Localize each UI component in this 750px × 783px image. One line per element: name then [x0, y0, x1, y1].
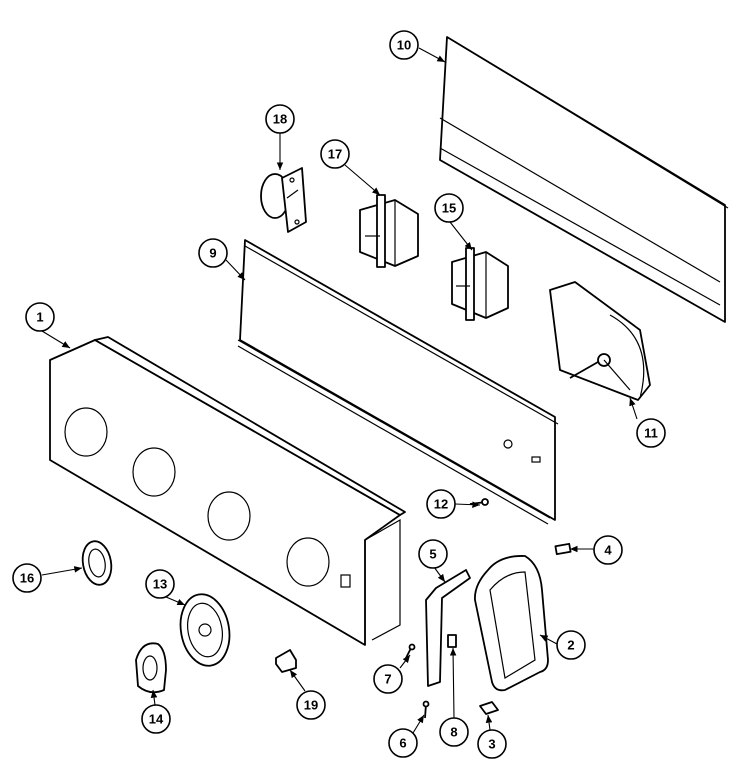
svg-text:8: 8 — [450, 725, 457, 740]
svg-text:18: 18 — [273, 112, 287, 127]
tab-part — [447, 634, 457, 648]
rear-panel-part — [439, 36, 729, 323]
svg-text:15: 15 — [442, 201, 456, 216]
callout-3: 3 — [477, 729, 507, 759]
trim-strip-part — [425, 569, 471, 687]
callout-17: 17 — [320, 139, 350, 169]
leader-lines — [41, 47, 638, 734]
svg-text:16: 16 — [20, 571, 34, 586]
callout-10: 10 — [389, 30, 419, 60]
callout-13: 13 — [145, 569, 175, 599]
screw-7-part — [404, 643, 416, 661]
callout-1: 1 — [25, 302, 55, 332]
svg-text:5: 5 — [429, 547, 436, 562]
svg-text:10: 10 — [397, 38, 411, 53]
screw-6-part — [422, 700, 430, 719]
clip-part — [554, 542, 572, 556]
svg-text:1: 1 — [36, 310, 43, 325]
knob-small-part — [81, 540, 113, 586]
svg-text:7: 7 — [384, 672, 391, 687]
callout-19: 19 — [296, 690, 326, 720]
timer-part — [549, 281, 651, 401]
svg-text:9: 9 — [209, 246, 216, 261]
callout-9: 9 — [198, 238, 228, 268]
svg-text:2: 2 — [567, 638, 574, 653]
callout-14: 14 — [141, 704, 171, 734]
callout-6: 6 — [388, 728, 418, 758]
svg-text:13: 13 — [153, 577, 167, 592]
svg-text:4: 4 — [604, 543, 612, 558]
callout-12: 12 — [426, 489, 456, 519]
callout-5: 5 — [418, 539, 448, 569]
end-cap-part — [474, 555, 549, 692]
bracket-19-part — [275, 649, 297, 673]
callout-2: 2 — [556, 630, 586, 660]
callout-4: 4 — [593, 535, 623, 565]
svg-text:11: 11 — [644, 426, 658, 441]
callout-15: 15 — [434, 193, 464, 223]
svg-text:3: 3 — [488, 737, 495, 752]
svg-text:12: 12 — [434, 497, 448, 512]
svg-text:17: 17 — [328, 147, 342, 162]
rotary-switch-upper-part — [359, 194, 419, 268]
dial-part — [179, 593, 231, 667]
callout-11: 11 — [636, 418, 666, 448]
screw-12-part — [469, 498, 489, 506]
rotary-switch-lower-part — [451, 247, 509, 321]
callout-7: 7 — [373, 664, 403, 694]
svg-text:14: 14 — [149, 712, 164, 727]
knob-large-part — [135, 642, 167, 694]
console-back-plate-part — [237, 239, 559, 525]
switch-bracket-part — [260, 167, 307, 233]
svg-text:19: 19 — [304, 698, 318, 713]
callout-18: 18 — [265, 104, 295, 134]
callout-8: 8 — [439, 717, 469, 747]
callout-16: 16 — [12, 563, 42, 593]
control-panel-part — [49, 336, 406, 646]
svg-text:6: 6 — [399, 736, 406, 751]
foot-part — [479, 701, 499, 715]
